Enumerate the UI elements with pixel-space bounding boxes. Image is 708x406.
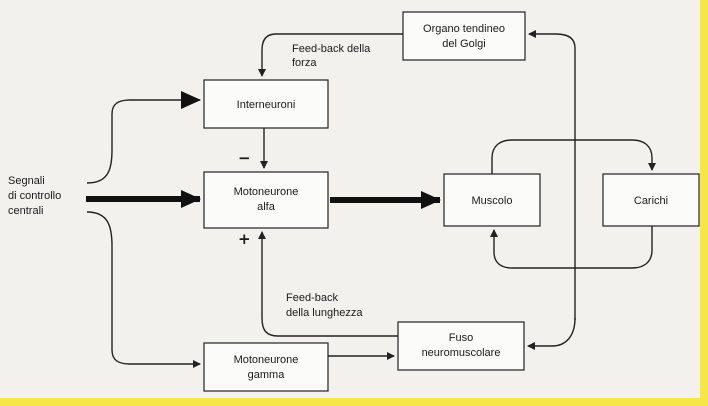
inhibitory-sign: − <box>238 149 251 167</box>
muscle-to-spindle-arrow <box>527 317 576 350</box>
signals-label-line-1: Segnali <box>8 175 45 187</box>
golgi-label-line-2: del Golgi <box>442 38 485 50</box>
force-feedback-arrow <box>258 33 403 77</box>
alpha-motoneuron-box <box>203 171 329 229</box>
signals-label-line-3: centrali <box>8 205 43 217</box>
gamma-motoneuron-box <box>203 342 329 392</box>
signals-label-line-2: di controllo <box>8 190 61 202</box>
golgi-tendon-organ-box <box>402 11 526 61</box>
length-feedback-arrow <box>258 231 398 337</box>
alpha-motoneuron-label-line-2: alfa <box>257 201 276 213</box>
muscle-to-loads-arrow <box>491 139 656 174</box>
spindle-label-line-2: neuromuscolare <box>422 347 501 359</box>
excitatory-sign: + <box>238 230 251 248</box>
signals-to-gamma-arrow <box>86 211 201 368</box>
motor-control-diagram: − + Segnali di controllo centrali Intern… <box>8 11 700 392</box>
gamma-motoneuron-label-line-1: Motoneurone <box>234 354 299 366</box>
force-feedback-label-line-2: forza <box>292 57 317 69</box>
length-feedback-label-line-2: della lunghezza <box>286 307 363 319</box>
interneurons-label: Interneuroni <box>237 99 296 111</box>
loads-label: Carichi <box>634 195 668 207</box>
force-feedback-label-line-1: Feed-back della <box>292 43 371 55</box>
signals-to-interneurons-arrow <box>86 91 201 184</box>
loads-to-muscle-arrow <box>490 226 653 269</box>
golgi-label-line-1: Organo tendineo <box>423 23 505 35</box>
gamma-motoneuron-label-line-2: gamma <box>248 369 286 381</box>
muscle-spindle-box <box>397 321 525 371</box>
muscle-label: Muscolo <box>472 195 513 207</box>
diagram-canvas: − + Segnali di controllo centrali Intern… <box>0 0 700 398</box>
muscle-to-golgi-arrow <box>528 30 576 320</box>
muscle-box <box>443 173 541 227</box>
loads-box <box>602 173 700 227</box>
interneurons-box <box>203 79 329 129</box>
spindle-label-line-1: Fuso <box>449 332 473 344</box>
alpha-motoneuron-label-line-1: Motoneurone <box>234 186 299 198</box>
length-feedback-label-line-1: Feed-back <box>286 292 338 304</box>
